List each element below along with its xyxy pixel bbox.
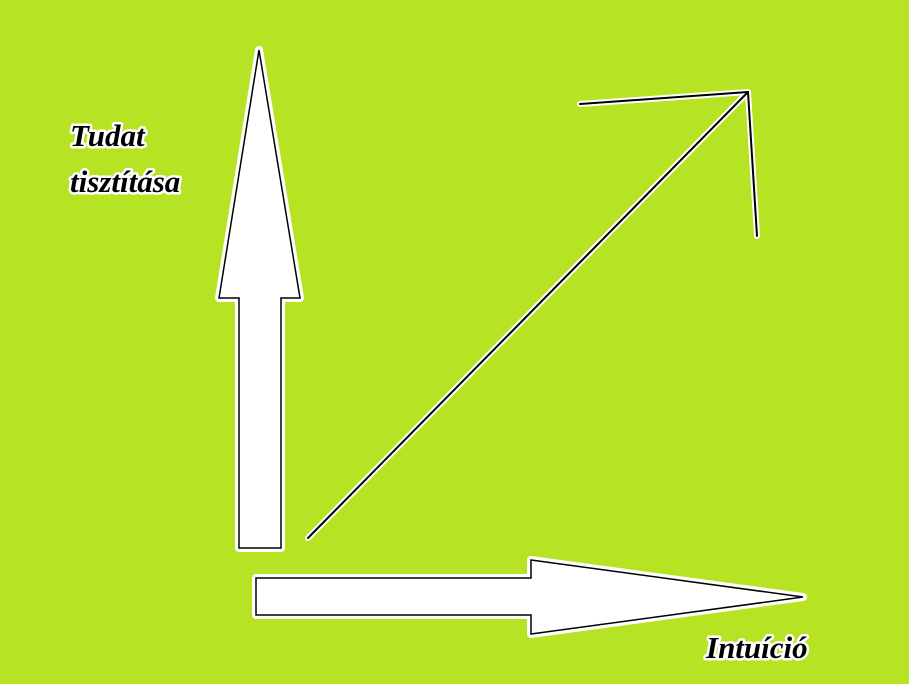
- diagonal-arrow: [305, 89, 760, 541]
- diagonal-arrow-line: [307, 91, 749, 539]
- label-intuicio: Intuíció: [705, 630, 808, 665]
- vertical-arrow-shape: [218, 49, 301, 549]
- label-tisztitasa: tisztítása: [70, 164, 180, 199]
- horizontal-arrow-shape: [255, 559, 804, 635]
- horizontal-arrow: [252, 556, 807, 638]
- diagonal-arrow-head: [579, 91, 758, 237]
- vertical-arrow: [215, 46, 304, 552]
- label-tudat: Tudat: [70, 118, 146, 153]
